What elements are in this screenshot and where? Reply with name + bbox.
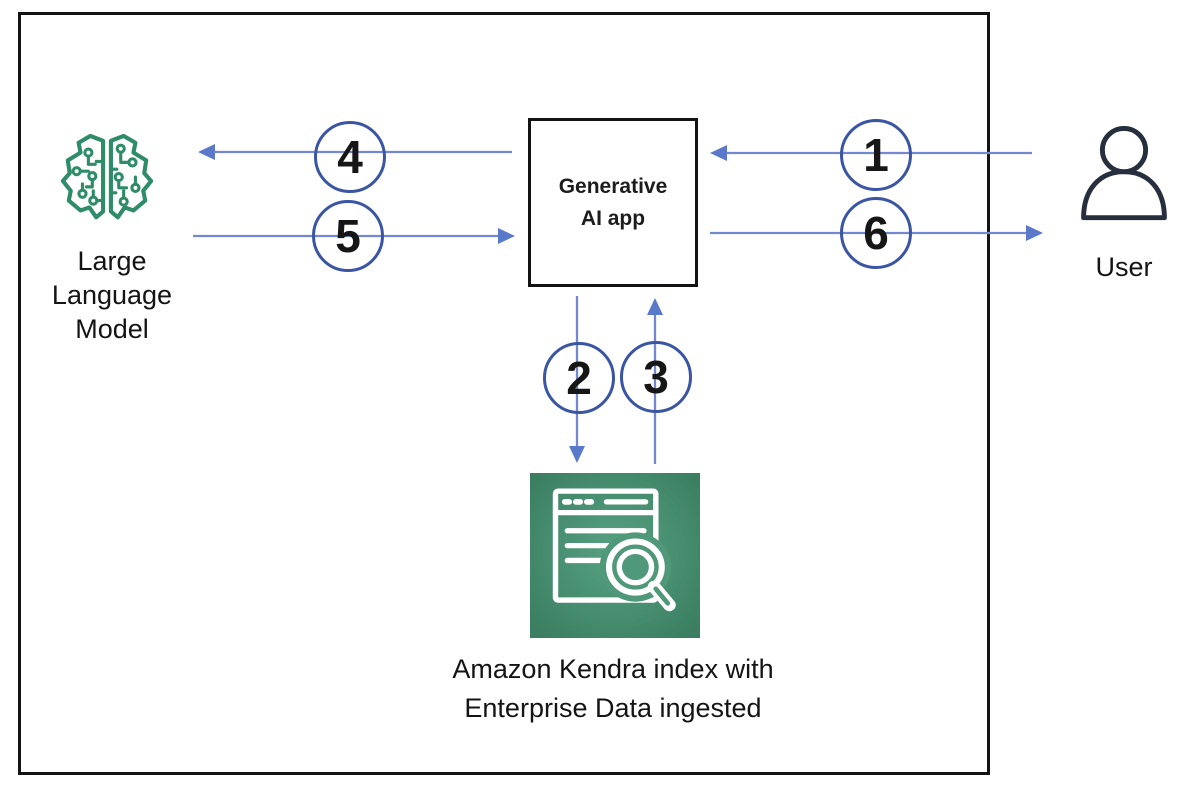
app-label-line2: AI app xyxy=(580,206,646,230)
kendra-label: Amazon Kendra index with Enterprise Data… xyxy=(413,650,813,728)
diagram-frame xyxy=(18,12,990,775)
kendra-search-window-glyph xyxy=(552,488,676,612)
step-circle-5: 5 xyxy=(312,200,384,272)
step-circle-1: 1 xyxy=(840,119,912,191)
kendra-label-line2: Enterprise Data ingested xyxy=(464,693,762,723)
user-person-icon xyxy=(1081,126,1167,221)
kendra-label-line1: Amazon Kendra index with xyxy=(452,654,774,684)
kendra-index-icon xyxy=(530,473,700,638)
step-circle-3: 3 xyxy=(620,341,692,413)
llm-label-line1: Large xyxy=(77,246,147,276)
llm-label-line3: Model xyxy=(75,314,149,344)
llm-brain-circuit-icon xyxy=(60,133,154,220)
llm-label: Large Language Model xyxy=(12,244,212,346)
app-label-line1: Generative xyxy=(558,174,668,198)
user-label: User xyxy=(1095,252,1153,282)
llm-label-line2: Language xyxy=(51,280,173,310)
step-circle-4: 4 xyxy=(314,121,386,193)
generative-ai-app-box: Generative AI app xyxy=(528,118,698,287)
step-circle-6: 6 xyxy=(840,197,912,269)
step-circle-2: 2 xyxy=(543,342,615,414)
